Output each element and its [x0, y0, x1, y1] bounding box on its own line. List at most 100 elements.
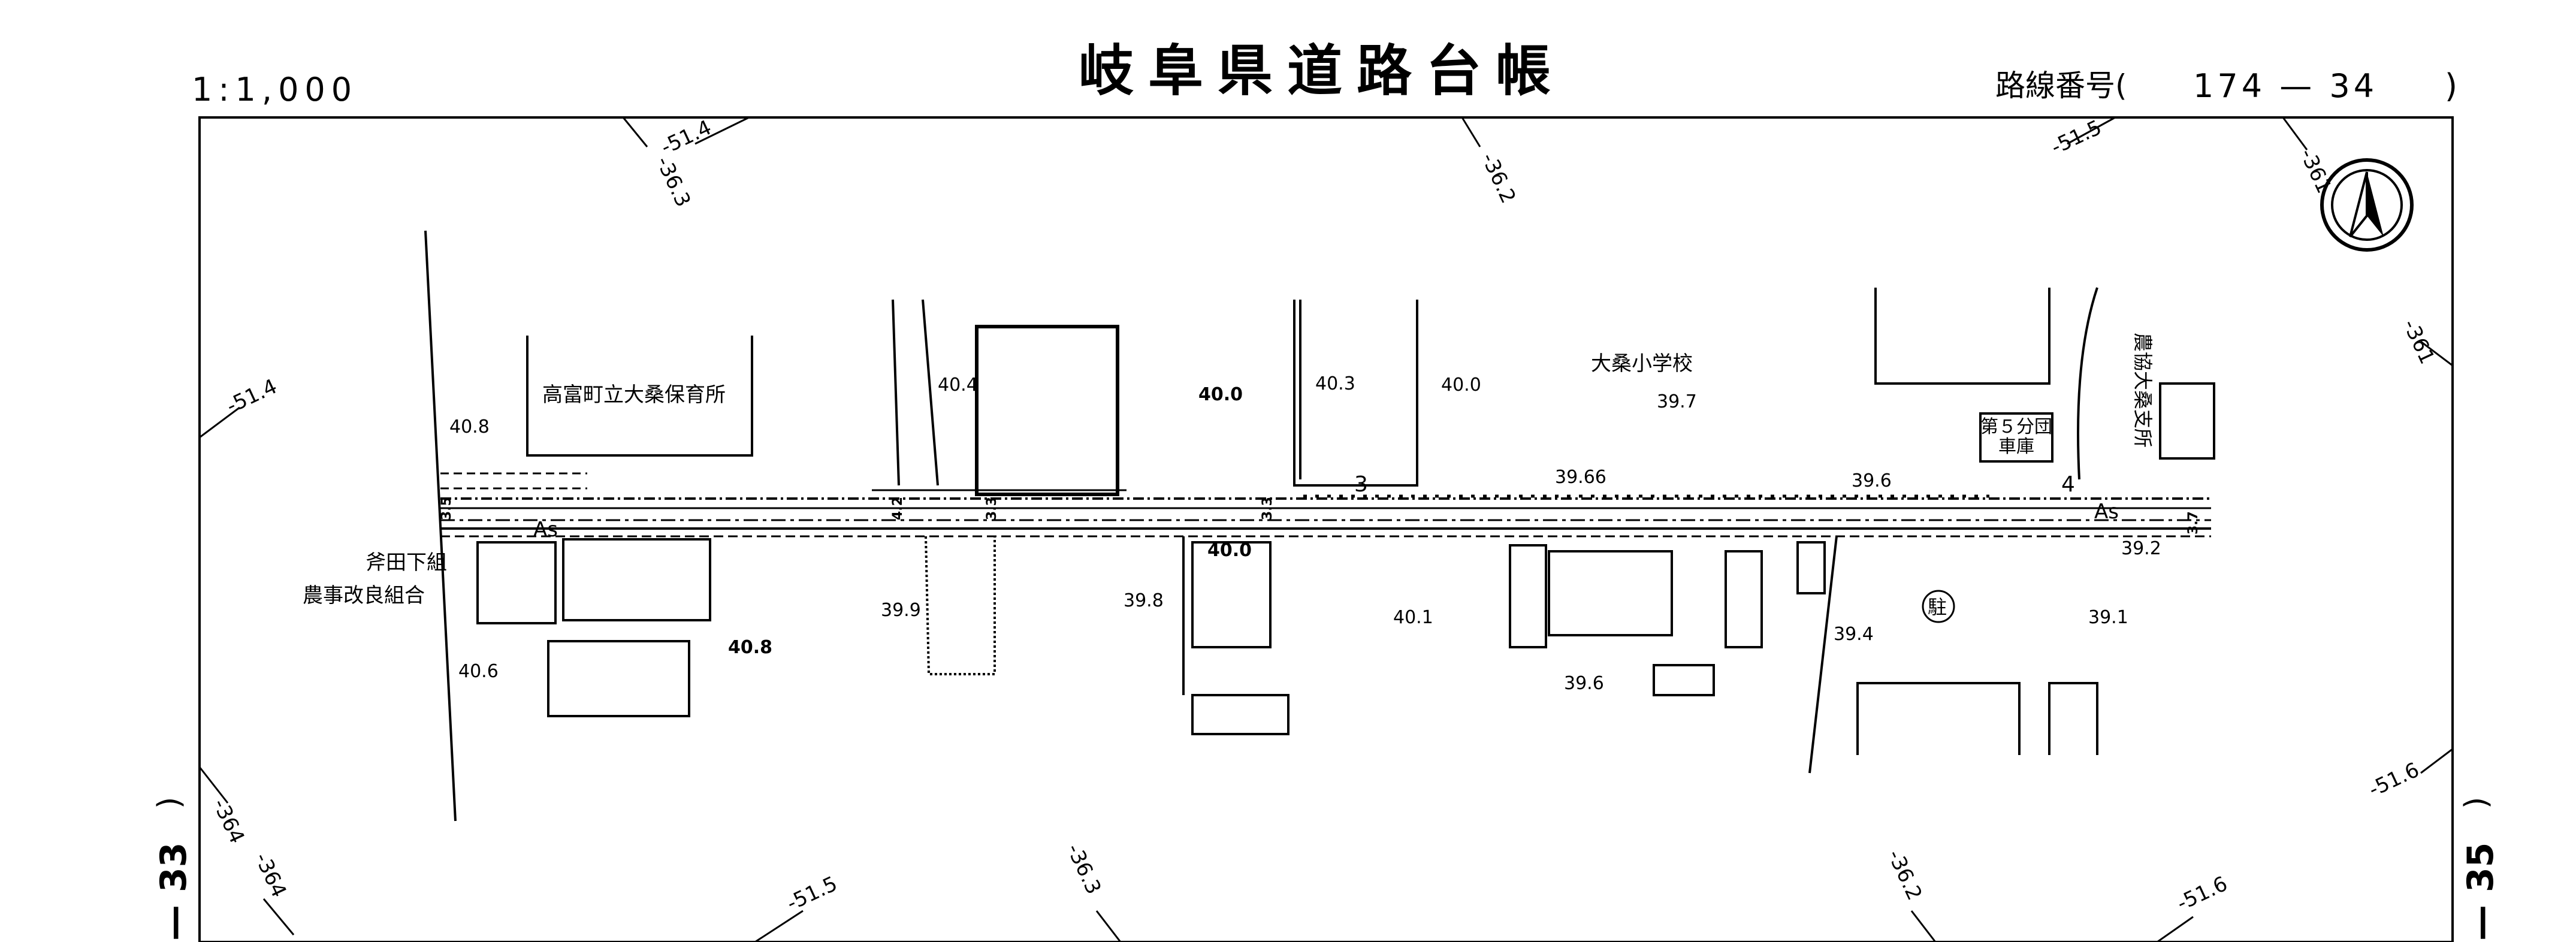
grid-label: -361	[2398, 316, 2439, 368]
road-width: 3.3	[985, 497, 999, 520]
school-building	[1874, 288, 2050, 385]
road-width: 4.2	[890, 497, 905, 520]
elevation-point: 40.0	[1441, 375, 1481, 395]
grid-label: -51.6	[2173, 872, 2231, 916]
grid-label: -364	[250, 849, 291, 901]
parking-label: 駐	[1928, 596, 1947, 618]
grid-label: -51.5	[2047, 116, 2106, 159]
building	[925, 536, 996, 675]
building	[547, 640, 690, 717]
map-scale: 1:1,000	[192, 71, 358, 108]
elevation-point: 39.6	[1564, 673, 1604, 694]
grid-tick	[2420, 340, 2453, 367]
grid-tick	[199, 406, 240, 439]
grid-label: -36.2	[1476, 149, 1520, 207]
sheet-ref-left-paren: )	[152, 797, 188, 809]
elevation-point: 39.6	[1852, 470, 1892, 491]
grid-label: -51.6	[2365, 758, 2423, 802]
north-arrow-icon	[2320, 158, 2414, 252]
road	[440, 472, 2211, 538]
grid-label: -36.2	[1883, 846, 1926, 904]
building	[975, 325, 1119, 496]
road-marker: 4	[2061, 472, 2075, 497]
nursery-building	[526, 336, 753, 457]
parking-icon: 駐	[1922, 590, 1955, 623]
elevation-point: 40.6	[458, 661, 499, 682]
elevation-point: 40.8	[728, 637, 772, 658]
map-frame	[198, 116, 2454, 942]
map-title: 岐阜県道路台帳	[1079, 39, 1565, 103]
grid-tick	[198, 766, 229, 804]
elevation-point: 39.1	[2088, 607, 2128, 628]
elevation-point: 39.2	[2121, 538, 2161, 559]
grid-label: -51.4	[223, 375, 281, 418]
building	[1653, 664, 1715, 696]
route-number-value: 174 — 34	[2193, 67, 2378, 105]
road-width: 3.5	[439, 497, 454, 520]
place-fire-depot: 第５分団	[1980, 416, 2052, 437]
building	[1725, 550, 1763, 648]
elevation-point: 39.9	[881, 600, 921, 621]
elevation-point: 40.4	[938, 375, 978, 395]
place-school: 大桑小学校	[1591, 352, 1693, 376]
grid-tick	[694, 116, 750, 145]
elevation-point: 40.8	[449, 416, 490, 437]
place-nursery: 高富町立大桑保育所	[542, 383, 726, 407]
building	[1191, 541, 1272, 648]
road-surface-label: As	[2094, 500, 2119, 524]
grid-tick	[754, 910, 804, 942]
grid-tick	[1461, 117, 1481, 147]
grid-tick	[2282, 117, 2308, 150]
parcel-line	[892, 299, 900, 486]
grid-label: -36.3	[1062, 840, 1106, 898]
road-width: 3.3	[1260, 497, 1275, 520]
place-fire-depot: 車庫	[1998, 436, 2034, 457]
road-surface-label: As	[533, 518, 558, 542]
building	[1548, 550, 1673, 636]
sheet-ref-right-paren: )	[2459, 797, 2495, 809]
grid-tick	[2157, 916, 2194, 942]
elevation-point: 39.66	[1555, 467, 1606, 488]
elevation-point: 39.4	[1834, 624, 1874, 645]
elevation-point: 40.0	[1207, 540, 1252, 561]
grid-label: -361	[2295, 145, 2336, 197]
parcel-line	[2077, 287, 2098, 480]
parcel-line	[1293, 300, 1418, 487]
grid-label: -51.5	[783, 872, 841, 916]
elevation-point: 39.7	[1657, 391, 1697, 412]
fire-depot-building	[1979, 412, 2053, 463]
grid-tick	[622, 117, 648, 147]
building	[2048, 682, 2098, 755]
sheet-ref-right: — 35	[2460, 843, 2502, 941]
parcel-line	[922, 299, 939, 486]
road-width: 3.7	[2186, 511, 2201, 535]
building	[476, 541, 557, 624]
sheet-ref-left: — 33	[153, 843, 195, 941]
building	[1191, 694, 1289, 735]
place-assoc: 農事改良組合	[303, 584, 425, 608]
grid-tick	[2420, 748, 2453, 774]
place-assoc: 斧田下組	[366, 551, 447, 575]
grid-label: -36.3	[651, 153, 695, 211]
elevation-point: 40.1	[1393, 607, 1433, 628]
parcel-line	[1808, 536, 1838, 774]
route-number-close: )	[2445, 67, 2457, 105]
building	[1796, 541, 1826, 594]
building	[562, 538, 711, 621]
grid-label: -51.4	[657, 116, 715, 159]
building	[1509, 544, 1547, 648]
place-coop: 農協大桑支所	[2131, 333, 2154, 448]
grid-tick	[262, 898, 295, 935]
grid-tick	[2067, 116, 2116, 145]
grid-tick	[1095, 910, 1122, 942]
route-number-label: 路線番号(	[1995, 68, 2127, 103]
building	[1856, 682, 2021, 755]
grid-label: -364	[208, 795, 249, 847]
parcel-line	[424, 230, 457, 822]
grid-tick	[1910, 910, 1937, 942]
coop-building	[2159, 382, 2215, 460]
elevation-point: 40.0	[1198, 384, 1243, 405]
elevation-point: 40.3	[1315, 373, 1355, 394]
elevation-point: 39.8	[1124, 590, 1164, 611]
